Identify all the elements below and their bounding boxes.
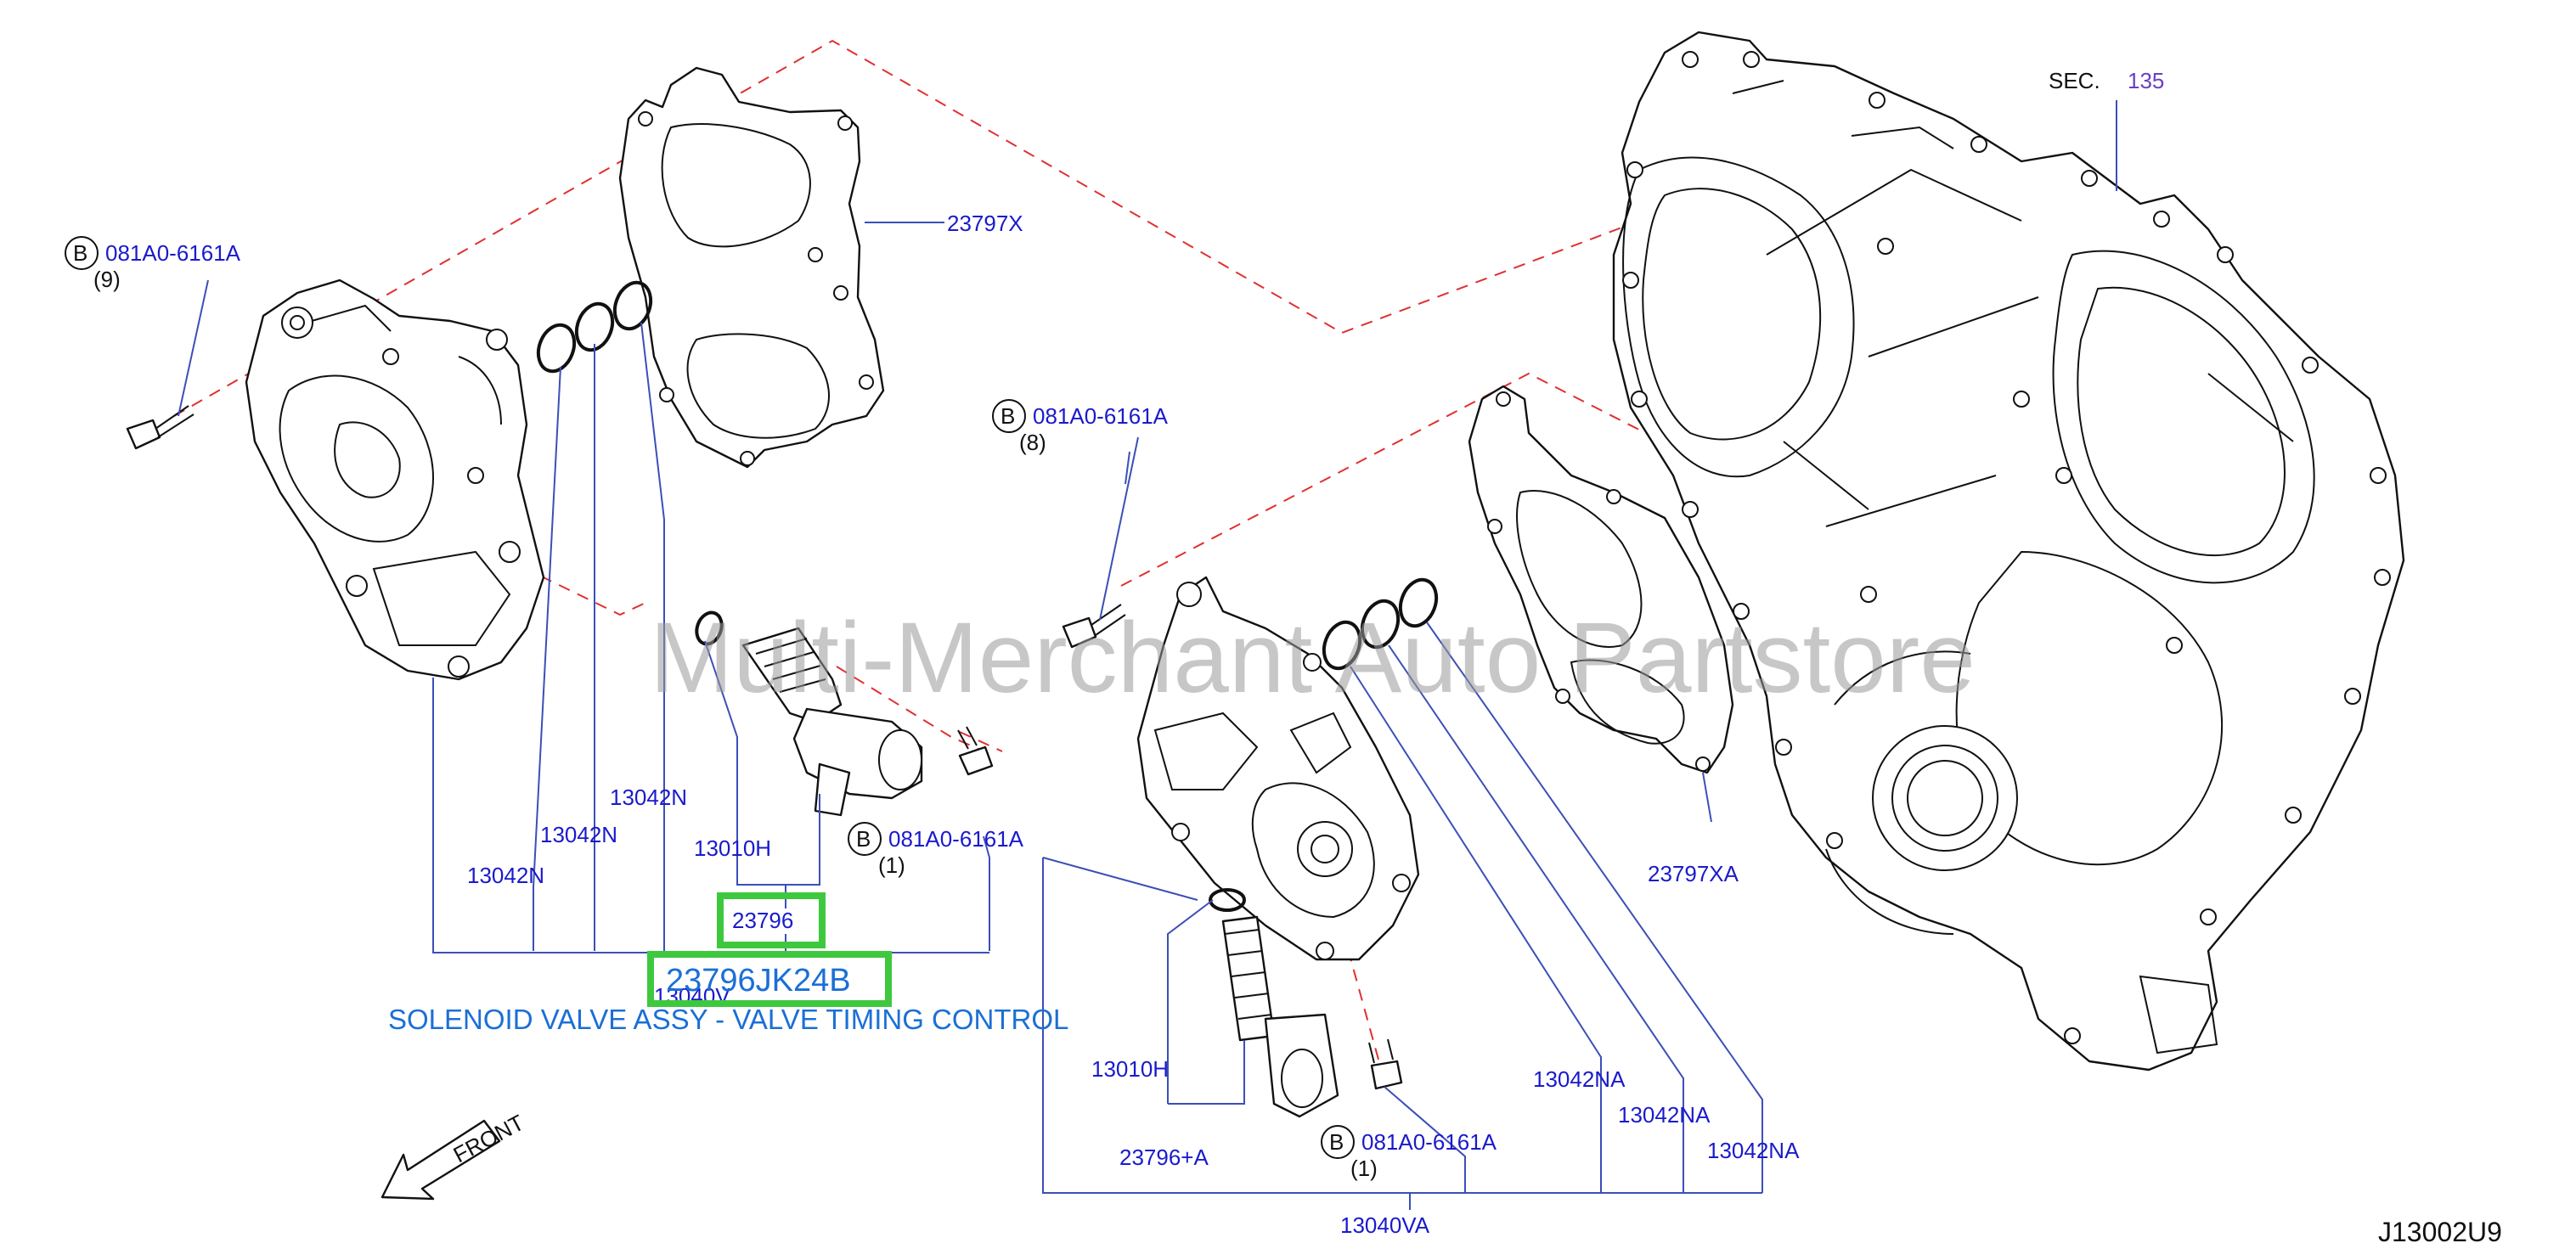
highlight-part-number[interactable]: 23796JK24B [647,951,892,1007]
bolt-marker: B [1001,403,1015,429]
label-oring-right-3[interactable]: 13042NA [1707,1138,1800,1163]
leader-lines [178,100,2117,1210]
bolt-quantity: (1) [1350,1156,1378,1181]
label-oring-small-right[interactable]: 13010H [1091,1056,1169,1082]
label-gasket-right[interactable]: 23797XA [1648,861,1739,886]
bolt-quantity: (1) [878,852,905,878]
section-number[interactable]: 135 [2128,68,2164,93]
bolt-part-number[interactable]: 081A0-6161A [1033,403,1169,429]
label-section-ref[interactable]: SEC. 135 [2049,68,2164,93]
bolt-quantity: (9) [93,267,121,292]
o-rings-right [1209,577,1439,912]
label-left-bolt-solenoid: B 081A0-6161A (1) [848,822,1024,878]
caption: SOLENOID VALVE ASSY - VALVE TIMING CONTR… [388,1004,1068,1035]
label-right-bolt-solenoid: B 081A0-6161A (1) [1321,1125,1497,1181]
bolt-left-solenoid [957,726,994,776]
front-cover [1612,31,2405,1072]
bolt-right-top [1062,604,1126,649]
bolt-part-number[interactable]: 081A0-6161A [1361,1129,1497,1155]
label-oring-left-2[interactable]: 13042N [540,822,617,847]
bolt-right-solenoid [1368,1038,1403,1090]
solenoid-valve-right [1221,915,1339,1118]
highlight-part-label[interactable]: 23796 [732,908,793,933]
front-label: FRONT [449,1110,528,1168]
valve-timing-cover-right [1136,576,1420,961]
o-rings-left [536,280,724,646]
label-assembly-right[interactable]: 13040VA [1340,1212,1430,1238]
bolt-part-number[interactable]: 081A0-6161A [888,826,1024,852]
highlight-part[interactable]: 23796 [717,892,826,948]
front-arrow: FRONT [380,1110,528,1201]
cover-bolt-holes [1622,51,2391,1044]
label-oring-left-3[interactable]: 13042N [467,863,544,888]
bolt-marker: B [856,826,871,852]
bolt-left-top [126,405,194,450]
solenoid-valve-left [741,627,923,817]
highlight-part-number-label[interactable]: 23796JK24B [666,963,851,998]
bolt-marker: B [1329,1129,1344,1155]
bolt-quantity: (8) [1019,430,1046,455]
bolt-part-number[interactable]: 081A0-6161A [105,240,241,266]
label-right-bolt-top: B 081A0-6161A (8) [992,399,1169,455]
section-prefix: SEC. [2049,68,2100,93]
label-left-bolt-top: B 081A0-6161A (9) [65,236,241,292]
valve-timing-cover-left [245,278,545,681]
gasket-left [618,66,885,469]
label-oring-left-1[interactable]: 13042N [610,785,687,810]
label-solenoid-right[interactable]: 23796+A [1119,1145,1209,1170]
drawing-id: J13002U9 [2378,1217,2502,1247]
label-oring-right-1[interactable]: 13042NA [1533,1066,1626,1092]
label-oring-small-left[interactable]: 13010H [694,835,771,861]
label-oring-right-2[interactable]: 13042NA [1618,1102,1711,1128]
watermark: Multi-Merchant Auto Partstore [650,602,1976,714]
bolt-marker: B [73,240,87,266]
label-gasket-left[interactable]: 23797X [947,211,1023,236]
gasket-right [1468,385,1734,774]
